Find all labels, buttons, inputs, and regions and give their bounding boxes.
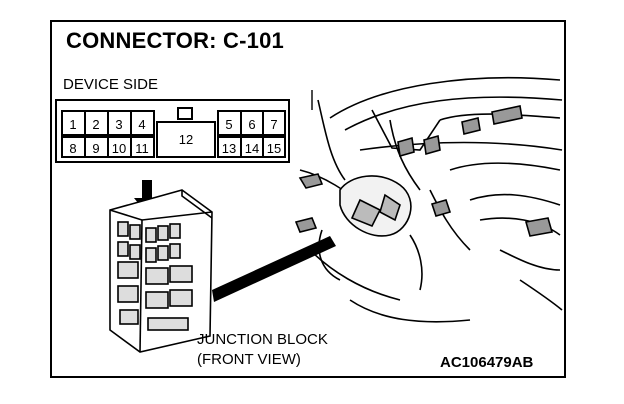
pin-6: 6 bbox=[248, 117, 255, 132]
connector-latch bbox=[177, 107, 193, 120]
pin-4: 4 bbox=[138, 117, 145, 132]
pin-14: 14 bbox=[245, 141, 259, 156]
connector-title: CONNECTOR: C-101 bbox=[66, 28, 284, 53]
junction-label-line2: (FRONT VIEW) bbox=[197, 351, 301, 368]
pin-3: 3 bbox=[115, 117, 122, 132]
pin-5: 5 bbox=[225, 117, 232, 132]
junction-block-drawing bbox=[109, 189, 213, 353]
pin-7: 7 bbox=[270, 117, 277, 132]
pin-15: 15 bbox=[267, 141, 281, 156]
device-side-label: DEVICE SIDE bbox=[63, 76, 159, 93]
pin-block-bottom-right bbox=[217, 136, 286, 158]
pin-1: 1 bbox=[69, 117, 76, 132]
dash-top-edge bbox=[329, 76, 561, 119]
pin-8: 8 bbox=[69, 141, 76, 156]
connector-housing bbox=[55, 99, 290, 163]
location-pointer bbox=[212, 236, 336, 302]
junction-label-line1: JUNCTION BLOCK bbox=[197, 331, 328, 348]
pin-10: 10 bbox=[112, 141, 126, 156]
reference-code: AC106479AB bbox=[440, 354, 534, 371]
pin-block-top-right bbox=[217, 110, 286, 136]
pin-2: 2 bbox=[92, 117, 99, 132]
pin-block-center bbox=[156, 121, 216, 158]
pin-13: 13 bbox=[222, 141, 236, 156]
pin-labels: 1 2 3 4 5 6 7 12 8 9 10 11 13 14 15 bbox=[69, 117, 281, 156]
dashboard-drawing bbox=[294, 76, 563, 323]
pin-12: 12 bbox=[179, 132, 193, 147]
pin-9: 9 bbox=[92, 141, 99, 156]
junction-block-label: JUNCTION BLOCK (FRONT VIEW) bbox=[197, 330, 328, 370]
pin-11: 11 bbox=[135, 141, 149, 156]
connector-face bbox=[55, 99, 290, 163]
